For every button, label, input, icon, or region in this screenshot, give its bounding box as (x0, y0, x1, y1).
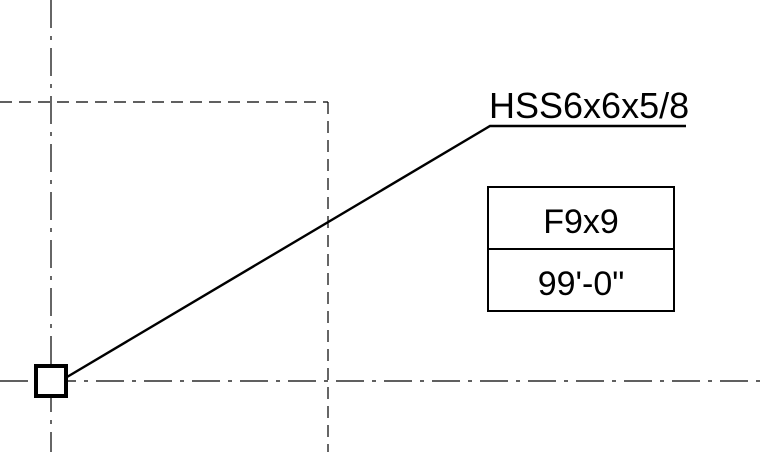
member-label: HSS6x6x5/8 (489, 85, 689, 126)
footing-tag[interactable]: F9x9 99'-0" (487, 186, 675, 312)
footing-tag-elevation: 99'-0" (538, 265, 625, 303)
column-symbol[interactable] (34, 364, 68, 398)
footing-tag-type: F9x9 (543, 203, 619, 241)
leader-line (66, 124, 686, 379)
